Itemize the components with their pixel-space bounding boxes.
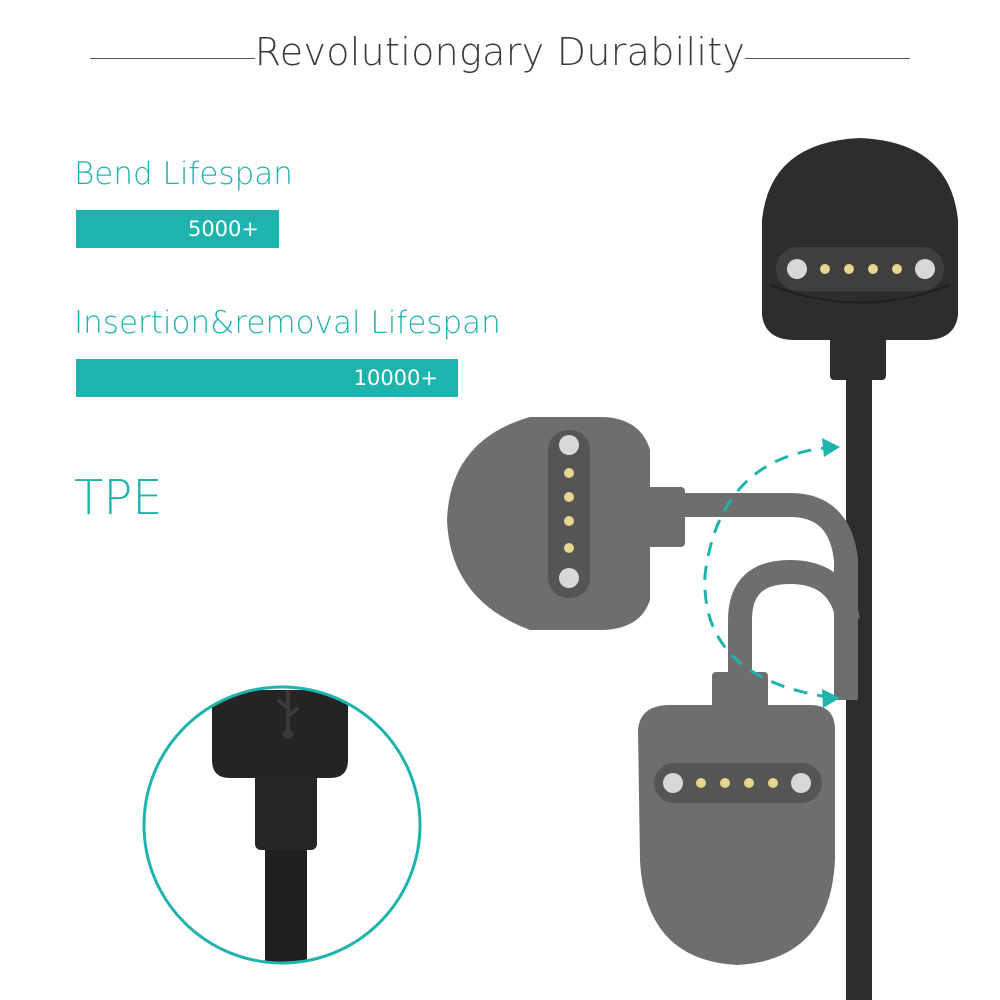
material-label: TPE (74, 470, 163, 526)
page-title: Revolutiongary Durability (254, 30, 746, 74)
bent-cable-upper (660, 493, 858, 700)
charger-head-lower (638, 672, 835, 965)
arrow-head-bottom (822, 689, 840, 708)
charger-head-left (447, 417, 685, 630)
spec-bar-insertion: 10000+ (76, 359, 458, 397)
header-divider-right (745, 58, 910, 59)
bend-arrow-arc (703, 445, 836, 700)
spec-label-insertion: Insertion&removal Lifespan (74, 305, 501, 341)
zoom-circle (142, 685, 422, 965)
zoom-detail (144, 687, 420, 963)
spec-bar-bend: 5000+ (76, 210, 279, 248)
charger-head-top (762, 138, 958, 380)
bent-cable-lower (728, 559, 860, 680)
header-divider-left (90, 58, 255, 59)
spec-label-bend: Bend Lifespan (74, 156, 293, 192)
arrow-head-top (822, 438, 840, 457)
usb-icon (276, 690, 300, 739)
